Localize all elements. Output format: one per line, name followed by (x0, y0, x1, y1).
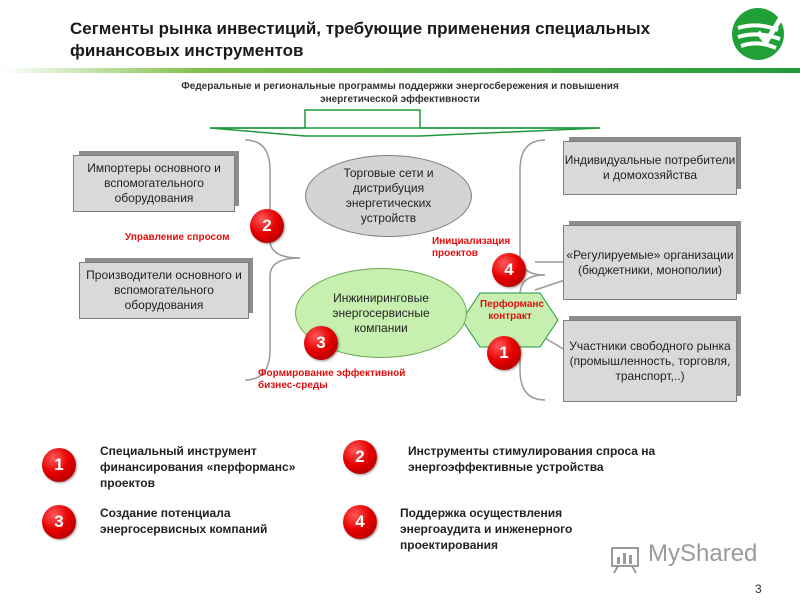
business-environment-label: Формирование эффективной бизнес-среды (258, 368, 406, 391)
producers-box: Производители основного и вспомогательно… (79, 262, 249, 319)
page-number: 3 (755, 582, 762, 596)
legend-badge-1: 1 (42, 448, 76, 482)
legend-text-3: Создание потенциала энергосервисных комп… (100, 506, 268, 536)
programs-caption: Федеральные и региональные программы под… (181, 81, 619, 105)
sberbank-logo-icon (732, 8, 785, 60)
free-market-box: Участники свободного рынка (промышленнос… (563, 320, 737, 402)
badge-4: 4 (492, 253, 526, 287)
importers-box: Импортеры основного и вспомогательного о… (73, 155, 235, 212)
watermark-text: MyShared (648, 540, 758, 567)
header-divider (0, 68, 800, 73)
badge-1: 1 (487, 336, 521, 370)
page-title: Сегменты рынка инвестиций, требующие при… (70, 19, 651, 60)
watermark-chart-icon (611, 547, 639, 574)
retail-distribution-label: Торговые сети и дистрибуция энергетическ… (343, 166, 434, 225)
individual-consumers-box: Индивидуальные потребители и домохозяйст… (563, 141, 737, 195)
legend-badge-4: 4 (343, 505, 377, 539)
badge-3: 3 (304, 326, 338, 360)
performance-contract-label: Перформанс контракт (480, 299, 544, 322)
legend-badge-3: 3 (42, 505, 76, 539)
badge-2: 2 (250, 209, 284, 243)
legend-text-2: Инструменты стимулирования спроса на эне… (408, 444, 656, 474)
regulated-organizations-box: «Регулируемые» организации (бюджетники, … (563, 225, 737, 300)
retail-distribution-ellipse: Торговые сети и дистрибуция энергетическ… (305, 155, 472, 237)
legend-text-1: Специальный инструмент финансирования «п… (100, 444, 296, 490)
project-initiation-label: Инициализация проектов (432, 236, 511, 259)
engineering-companies-label: Инжиниринговые энергосервисные компании (332, 290, 430, 335)
legend-badge-2: 2 (343, 440, 377, 474)
demand-management-label: Управление спросом (125, 232, 230, 243)
legend-text-4: Поддержка осуществления энергоаудита и и… (400, 506, 573, 552)
